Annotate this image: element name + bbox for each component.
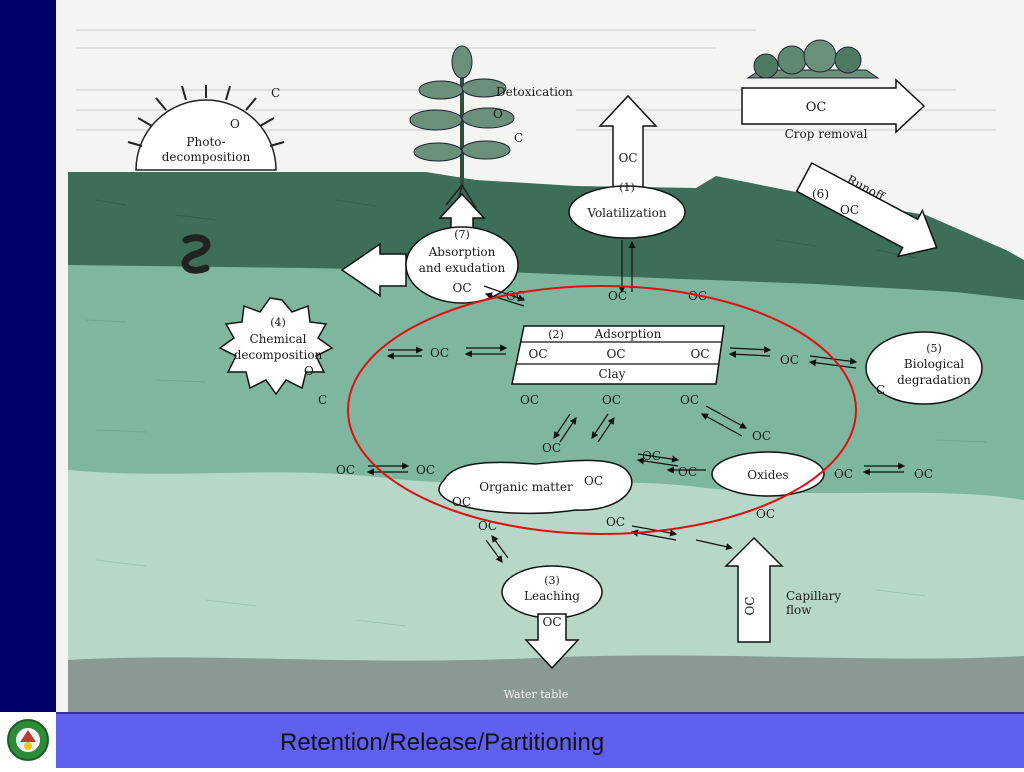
leaching-arrow — [524, 613, 580, 670]
absorption-left-arrow — [340, 242, 407, 298]
volatil-num-label: (1) — [619, 181, 635, 194]
chemical-label-2: decomposition — [234, 348, 323, 362]
oc-label: OC — [680, 393, 699, 407]
biological-degradation-bubble — [865, 331, 983, 405]
water-table-label: Water table — [504, 688, 569, 701]
adsorption-num-label: (2) — [548, 328, 564, 341]
clay-label: Clay — [599, 367, 626, 381]
crop-removal-arrow — [741, 78, 926, 134]
oc-label: OC — [506, 289, 525, 303]
crop-removal-label: Crop removal — [785, 127, 868, 141]
oc-label: OC — [834, 467, 853, 481]
adsorption-label: Adsorption — [594, 327, 662, 341]
bio-label-1: Biological — [904, 357, 964, 371]
logo-container — [0, 712, 56, 768]
organic-matter-label: Organic matter — [479, 480, 573, 494]
adsorption-clay-box — [511, 325, 725, 385]
clay-oc-3: OC — [690, 347, 709, 361]
oc-label: OC — [914, 467, 933, 481]
capillary-label-2: flow — [786, 603, 812, 617]
volatil-oc-label: OC — [618, 151, 637, 165]
clay-oc-1: OC — [528, 347, 547, 361]
chemical-c-label: C — [318, 393, 327, 407]
chemical-num-label: (4) — [270, 316, 286, 329]
om-oc-2: OC — [452, 495, 471, 509]
institution-logo-icon — [7, 719, 49, 761]
detoxication-label: Detoxication — [496, 85, 573, 99]
absorption-oc-label: OC — [452, 281, 471, 295]
oc-label: OC — [416, 463, 435, 477]
leaching-oc-label: OC — [542, 615, 561, 629]
water-table-layer — [68, 655, 1024, 712]
volatilization-bubble — [568, 185, 686, 239]
photo-c-label: C — [271, 86, 280, 100]
oxides-bubble — [711, 451, 825, 497]
chemical-o-label: O — [304, 364, 314, 378]
bio-c-label: C — [876, 383, 885, 397]
bio-label-2: degradation — [897, 373, 971, 387]
oc-label: OC — [780, 353, 799, 367]
oc-label: OC — [602, 393, 621, 407]
photo-o-label: O — [230, 117, 240, 131]
oc-label: OC — [336, 463, 355, 477]
oxides-label: Oxides — [747, 468, 788, 482]
oc-label: OC — [430, 346, 449, 360]
organic-matter-blob — [438, 459, 633, 515]
oc-label: OC — [752, 429, 771, 443]
footer-bar — [0, 712, 1024, 768]
volatilization-label: Volatilization — [586, 206, 666, 220]
runoff-arrow — [795, 161, 938, 258]
absorption-label-1: Absorption — [428, 245, 496, 259]
absorption-label-2: and exudation — [419, 261, 506, 275]
oc-label: OC — [520, 393, 539, 407]
left-sidebar-bar — [0, 0, 56, 712]
runoff-oc-label: OC — [840, 203, 859, 217]
plant-icon — [409, 45, 515, 213]
leaching-num-label: (3) — [544, 574, 560, 587]
slide-title: Retention/Release/Partitioning — [280, 729, 605, 756]
capillary-oc-label: OC — [743, 596, 757, 615]
detox-c-label: C — [514, 131, 523, 145]
chemical-decomposition-burst — [218, 297, 334, 396]
capillary-label-1: Capillary — [786, 589, 841, 603]
photodecomposition-label-1: Photo- — [186, 135, 225, 149]
absorption-num-label: (7) — [454, 228, 470, 241]
oc-label: OC — [542, 441, 561, 455]
oc-label: OC — [606, 515, 625, 529]
capillary-flow-arrow — [724, 536, 784, 643]
oc-label: OC — [678, 465, 697, 479]
photodecomposition-label-2: decomposition — [162, 150, 251, 164]
detox-o-label: O — [493, 107, 503, 121]
highlight-circle — [347, 285, 857, 535]
earthworm-icon — [181, 234, 211, 274]
soil-pesticide-fate-diagram: Photo- decomposition C O Detoxication O … — [56, 0, 1024, 712]
chemical-label-1: Chemical — [250, 332, 307, 346]
runoff-num-label: (6) — [812, 187, 829, 201]
sun-icon — [127, 85, 285, 171]
oc-label: OC — [756, 507, 775, 521]
crop-oc-label: OC — [806, 100, 827, 115]
absorption-bubble — [405, 226, 519, 304]
oc-label: OC — [608, 289, 627, 303]
clay-oc-2: OC — [606, 347, 625, 361]
bio-num-label: (5) — [926, 342, 942, 355]
leaching-label: Leaching — [524, 589, 580, 603]
crops-icon — [746, 39, 880, 79]
om-oc-1: OC — [584, 474, 603, 488]
